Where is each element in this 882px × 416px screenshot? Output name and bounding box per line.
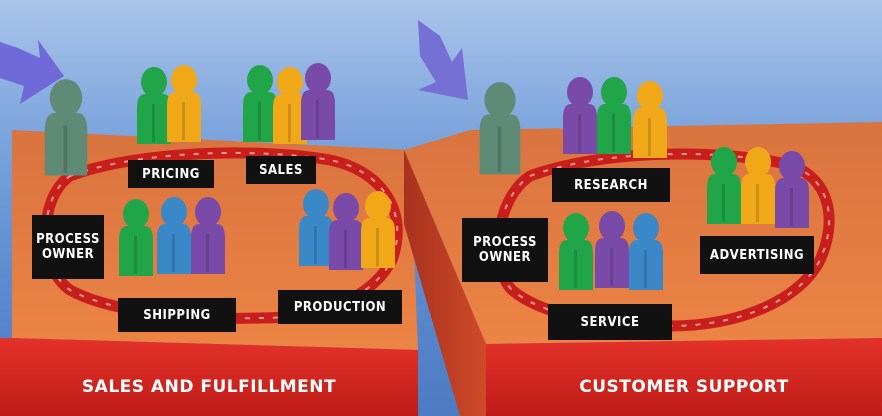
process-owner-right-figure <box>479 82 521 175</box>
loop-sales-fulfillment-arrows <box>45 151 399 320</box>
label-sales: SALES <box>246 156 316 184</box>
service-person-figure <box>595 211 629 288</box>
label-process-owner-right: PROCESS OWNER <box>462 218 548 282</box>
label-research: RESEARCH <box>552 168 670 202</box>
shipping-person-figure <box>191 197 225 274</box>
production-person-figure <box>361 191 395 268</box>
label-process-owner-left: PROCESS OWNER <box>32 215 104 279</box>
shipping-person-figure <box>157 197 191 274</box>
label-production: PRODUCTION <box>278 290 402 324</box>
production-person-figure <box>299 189 333 266</box>
label-advertising: ADVERTISING <box>700 236 814 274</box>
pricing-person-figure <box>167 65 201 142</box>
flow-arrow-left <box>0 40 64 104</box>
research-person-figure <box>597 77 631 154</box>
service-person-figure <box>629 213 663 290</box>
label-service: SERVICE <box>548 304 672 340</box>
sales-person-figure <box>301 63 335 140</box>
advertising-person-figure <box>707 147 741 224</box>
banner-sales-fulfillment: SALES AND FULFILLMENT <box>81 377 337 397</box>
sales-person-figure <box>243 65 277 142</box>
advertising-person-figure <box>741 147 775 224</box>
service-person-figure <box>559 213 593 290</box>
process-owner-left-figure <box>44 79 88 176</box>
label-pricing: PRICING <box>128 160 214 188</box>
advertising-person-figure <box>775 151 809 228</box>
research-person-figure <box>633 81 667 158</box>
label-shipping: SHIPPING <box>118 298 236 332</box>
banner-customer-support: CUSTOMER SUPPORT <box>579 377 789 397</box>
research-person-figure <box>563 77 597 154</box>
shipping-person-figure <box>119 199 153 276</box>
pricing-person-figure <box>137 67 171 144</box>
production-person-figure <box>329 193 363 270</box>
sales-person-figure <box>273 67 307 144</box>
flow-arrow-middle <box>418 20 468 100</box>
